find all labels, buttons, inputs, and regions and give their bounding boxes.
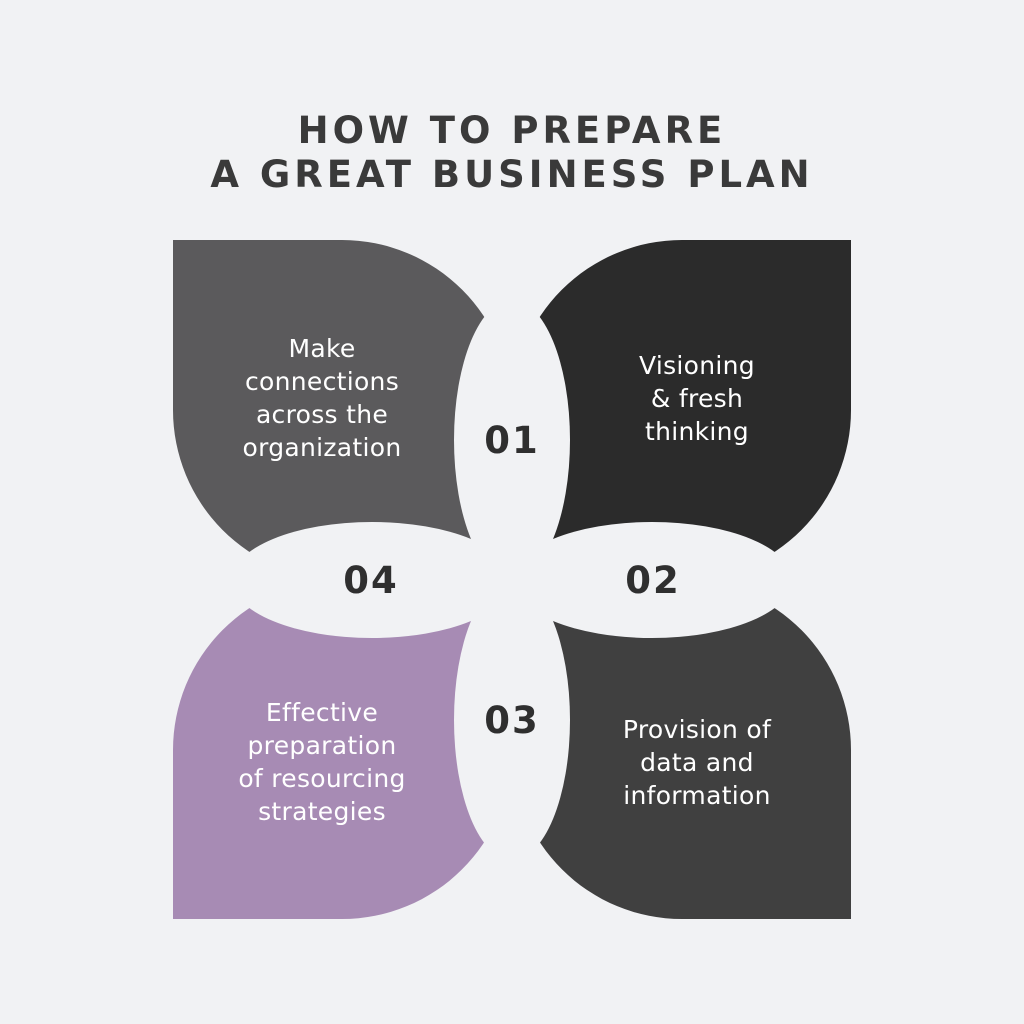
step-02-line-3: information <box>623 781 771 810</box>
step-04-line-2: connections <box>244 367 400 396</box>
title-line-1: HOW TO PREPARE <box>297 109 727 152</box>
step-number-01: 01 <box>484 419 540 462</box>
step-text-02: Provision of data and information <box>577 713 817 812</box>
petal-top-left <box>172 240 512 580</box>
title-line-2: A GREAT BUSINESS PLAN <box>210 153 814 196</box>
lens-left <box>232 522 512 638</box>
step-01-line-2: & fresh <box>650 384 744 413</box>
petal-bottom-right <box>512 580 851 919</box>
step-01-line-3: thinking <box>645 417 749 446</box>
step-04-line-4: organization <box>242 433 402 462</box>
step-03-line-4: strategies <box>258 797 386 826</box>
step-04-line-1: Make <box>288 334 356 363</box>
step-text-04: Make connections across the organization <box>202 332 442 464</box>
step-02-line-1: Provision of <box>622 715 772 744</box>
lens-right <box>512 522 792 638</box>
step-text-03: Effective preparation of resourcing stra… <box>202 696 442 828</box>
step-number-02: 02 <box>625 559 681 602</box>
step-text-01: Visioning & fresh thinking <box>577 349 817 448</box>
step-03-line-1: Effective <box>265 698 379 727</box>
step-01-line-1: Visioning <box>639 351 755 380</box>
step-number-03: 03 <box>484 699 540 742</box>
lens-top <box>454 300 570 580</box>
step-04-line-3: across the <box>255 400 389 429</box>
step-03-line-2: preparation <box>247 731 397 760</box>
step-03-line-3: of resourcing <box>238 764 406 793</box>
step-number-04: 04 <box>343 559 399 602</box>
petal-bottom-left <box>173 580 512 919</box>
petal-top-right <box>512 240 851 580</box>
lens-bottom <box>454 580 570 860</box>
step-02-line-2: data and <box>640 748 754 777</box>
